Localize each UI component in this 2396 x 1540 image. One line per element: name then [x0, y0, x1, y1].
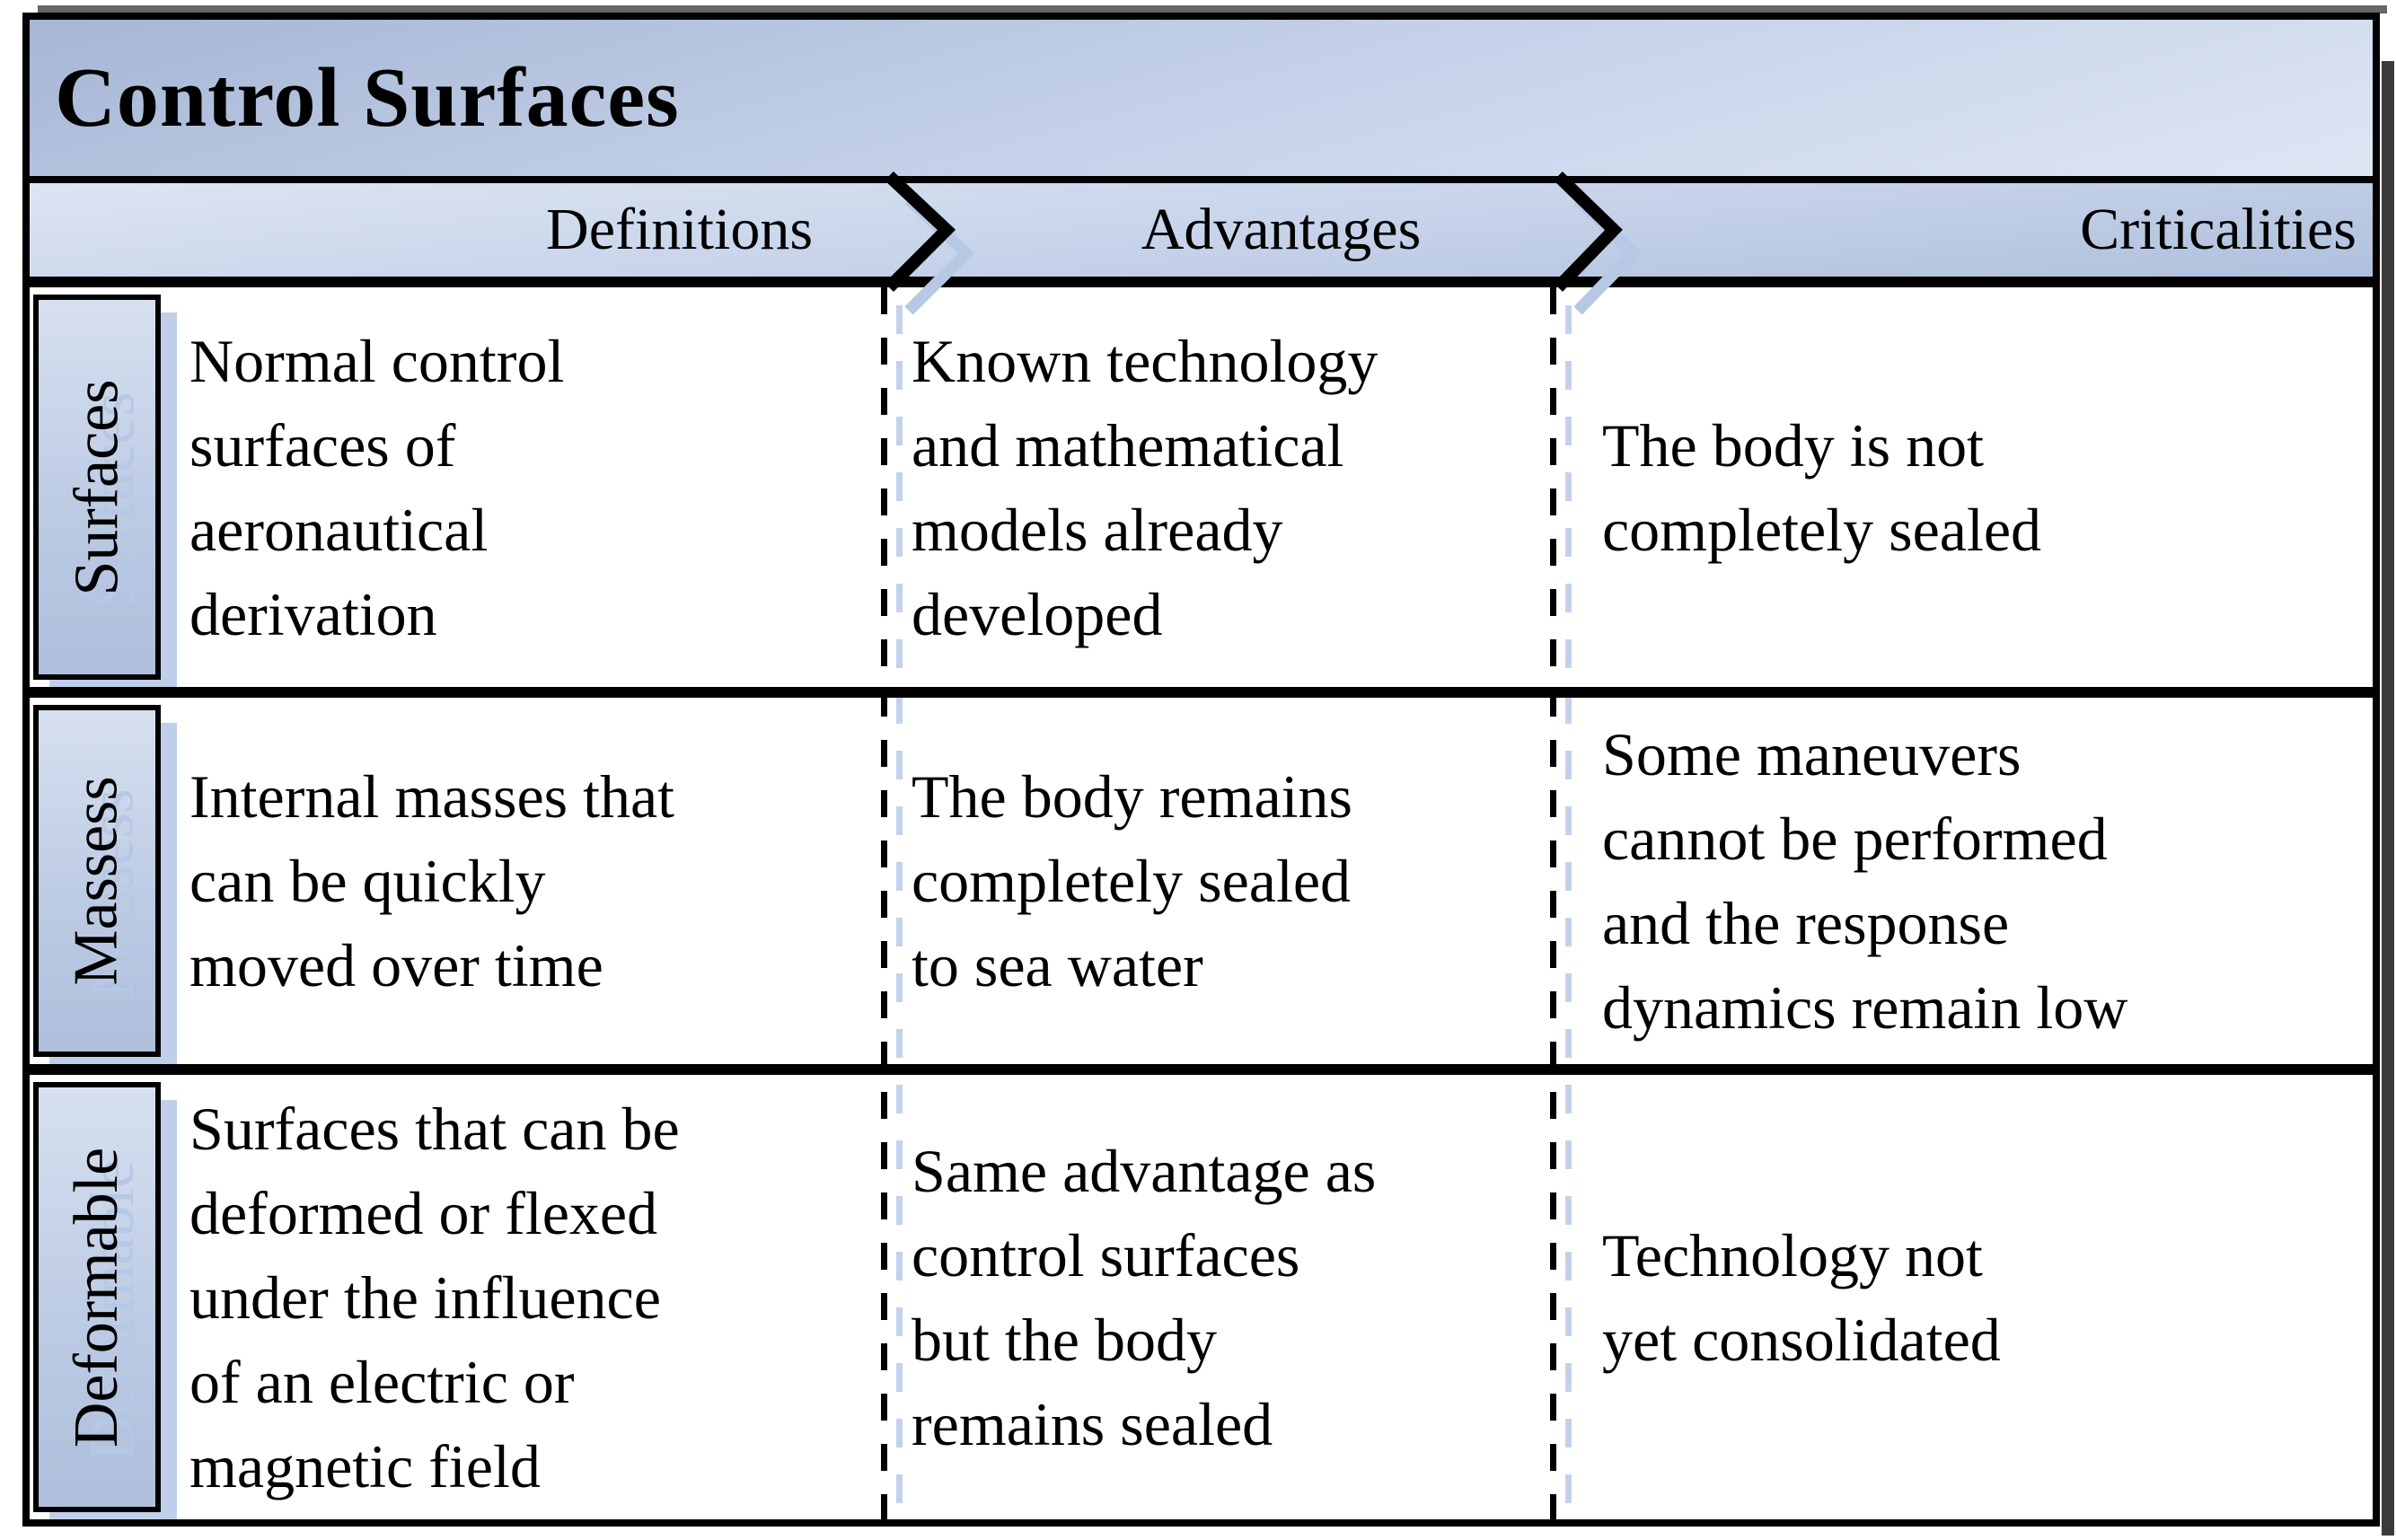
- cell-text: Known technology and mathematical models…: [912, 326, 1379, 648]
- cell-text: Some maneuvers cannot be performed and t…: [1602, 720, 2128, 1042]
- column-divider-shadow: [1565, 305, 1572, 1519]
- table-frame: Control Surfaces Definitions Advantages …: [22, 13, 2380, 1527]
- column-divider-dashed: [1550, 287, 1556, 1519]
- title-bar: Control Surfaces: [30, 20, 2373, 183]
- cell-massess-advantage: The body remains completely sealed to se…: [894, 698, 1550, 1064]
- table-body: Surfaces Normal control surfaces of aero…: [30, 287, 2373, 1519]
- cell-text: Surfaces that can be deformed or flexed …: [189, 1094, 680, 1500]
- column-header-criticalities: Criticalities: [2080, 197, 2356, 262]
- table-row-surfaces: Surfaces Normal control surfaces of aero…: [30, 287, 2373, 687]
- column-header-band: Definitions Advantages Criticalities: [30, 171, 2373, 315]
- cell-text: The body remains completely sealed to se…: [912, 762, 1352, 999]
- table-row-massess: Massess Internal masses that can be quic…: [30, 698, 2373, 1064]
- row-label-text: Massess: [62, 776, 132, 986]
- row-label-massess: Massess: [33, 705, 161, 1057]
- cell-text: Normal control surfaces of aeronautical …: [189, 326, 565, 648]
- column-divider-dashed: [881, 287, 887, 1519]
- row-label-surfaces: Surfaces: [33, 295, 161, 680]
- column-header-definitions: Definitions: [546, 197, 813, 262]
- row-label-deformable: Deformable: [33, 1082, 161, 1512]
- row-separator: [30, 687, 2373, 698]
- cell-text: The body is not completely sealed: [1602, 410, 2042, 564]
- table-row-deformable: Deformable Surfaces that can be deformed…: [30, 1075, 2373, 1519]
- cell-text: Same advantage as control surfaces but t…: [912, 1136, 1377, 1458]
- row-label-text: Deformable: [62, 1147, 131, 1448]
- row-label-text: Surfaces: [62, 378, 132, 596]
- cell-surfaces-criticality: The body is not completely sealed: [1563, 287, 2373, 687]
- page-title: Control Surfaces: [55, 51, 680, 145]
- cell-massess-definition: Internal masses that can be quickly move…: [164, 698, 885, 1064]
- column-divider-shadow: [896, 305, 903, 1519]
- column-header-advantages: Advantages: [1141, 197, 1422, 262]
- cell-surfaces-advantage: Known technology and mathematical models…: [894, 287, 1550, 687]
- cell-text: Internal masses that can be quickly move…: [189, 762, 675, 999]
- row-separator: [30, 1064, 2373, 1075]
- chevron-arrows-graphic: [885, 171, 1643, 315]
- frame-right-shadow: [2382, 61, 2394, 1536]
- cell-deformable-criticality: Technology not yet consolidated: [1563, 1075, 2373, 1519]
- cell-deformable-advantage: Same advantage as control surfaces but t…: [894, 1075, 1550, 1519]
- frame-top-shadow: [38, 5, 2387, 13]
- cell-surfaces-definition: Normal control surfaces of aeronautical …: [164, 287, 885, 687]
- chevron-right-icon: [885, 171, 956, 292]
- cell-text: Technology not yet consolidated: [1602, 1220, 2001, 1374]
- chevron-right-icon: [1553, 171, 1623, 292]
- cell-massess-criticality: Some maneuvers cannot be performed and t…: [1563, 698, 2373, 1064]
- cell-deformable-definition: Surfaces that can be deformed or flexed …: [164, 1075, 885, 1519]
